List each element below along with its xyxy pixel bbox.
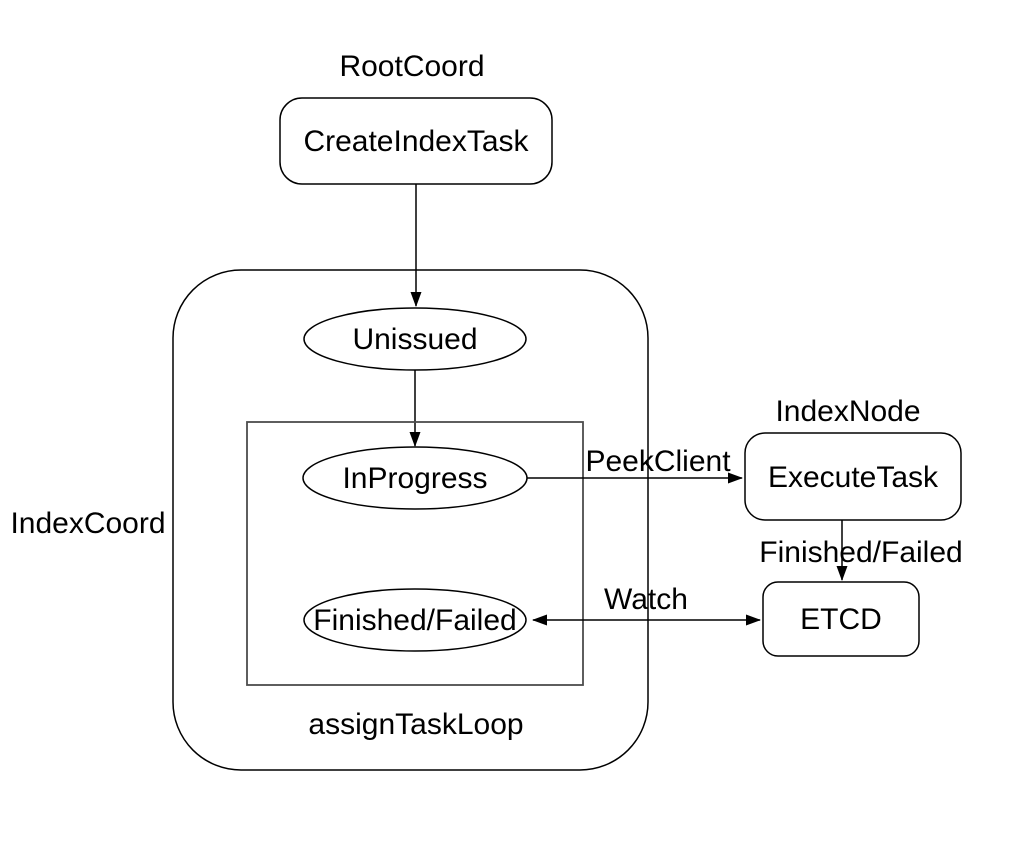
indexnode-group-label: IndexNode [775,395,920,428]
index-coord-container [172,269,649,771]
unissued-label: Unissued [352,323,477,356]
execute-task-node [744,432,962,521]
in-progress-label: InProgress [342,462,487,495]
etcd-label: ETCD [800,603,882,636]
etcd-node [762,581,920,657]
indexcoord-group-label: IndexCoord [10,507,165,540]
create-index-task-label: CreateIndexTask [303,125,529,158]
rootcoord-group-label: RootCoord [339,50,484,83]
finished-failed-edge-label: Finished/Failed [759,536,962,569]
assign-task-loop-box [246,421,584,686]
peekclient-edge-label: PeekClient [585,445,731,478]
watch-edge-label: Watch [604,583,688,616]
assign-task-loop-label: assignTaskLoop [308,708,523,741]
finished-failed-state-label: Finished/Failed [313,604,516,637]
execute-task-label: ExecuteTask [768,461,939,494]
finished-failed-state [303,588,527,652]
